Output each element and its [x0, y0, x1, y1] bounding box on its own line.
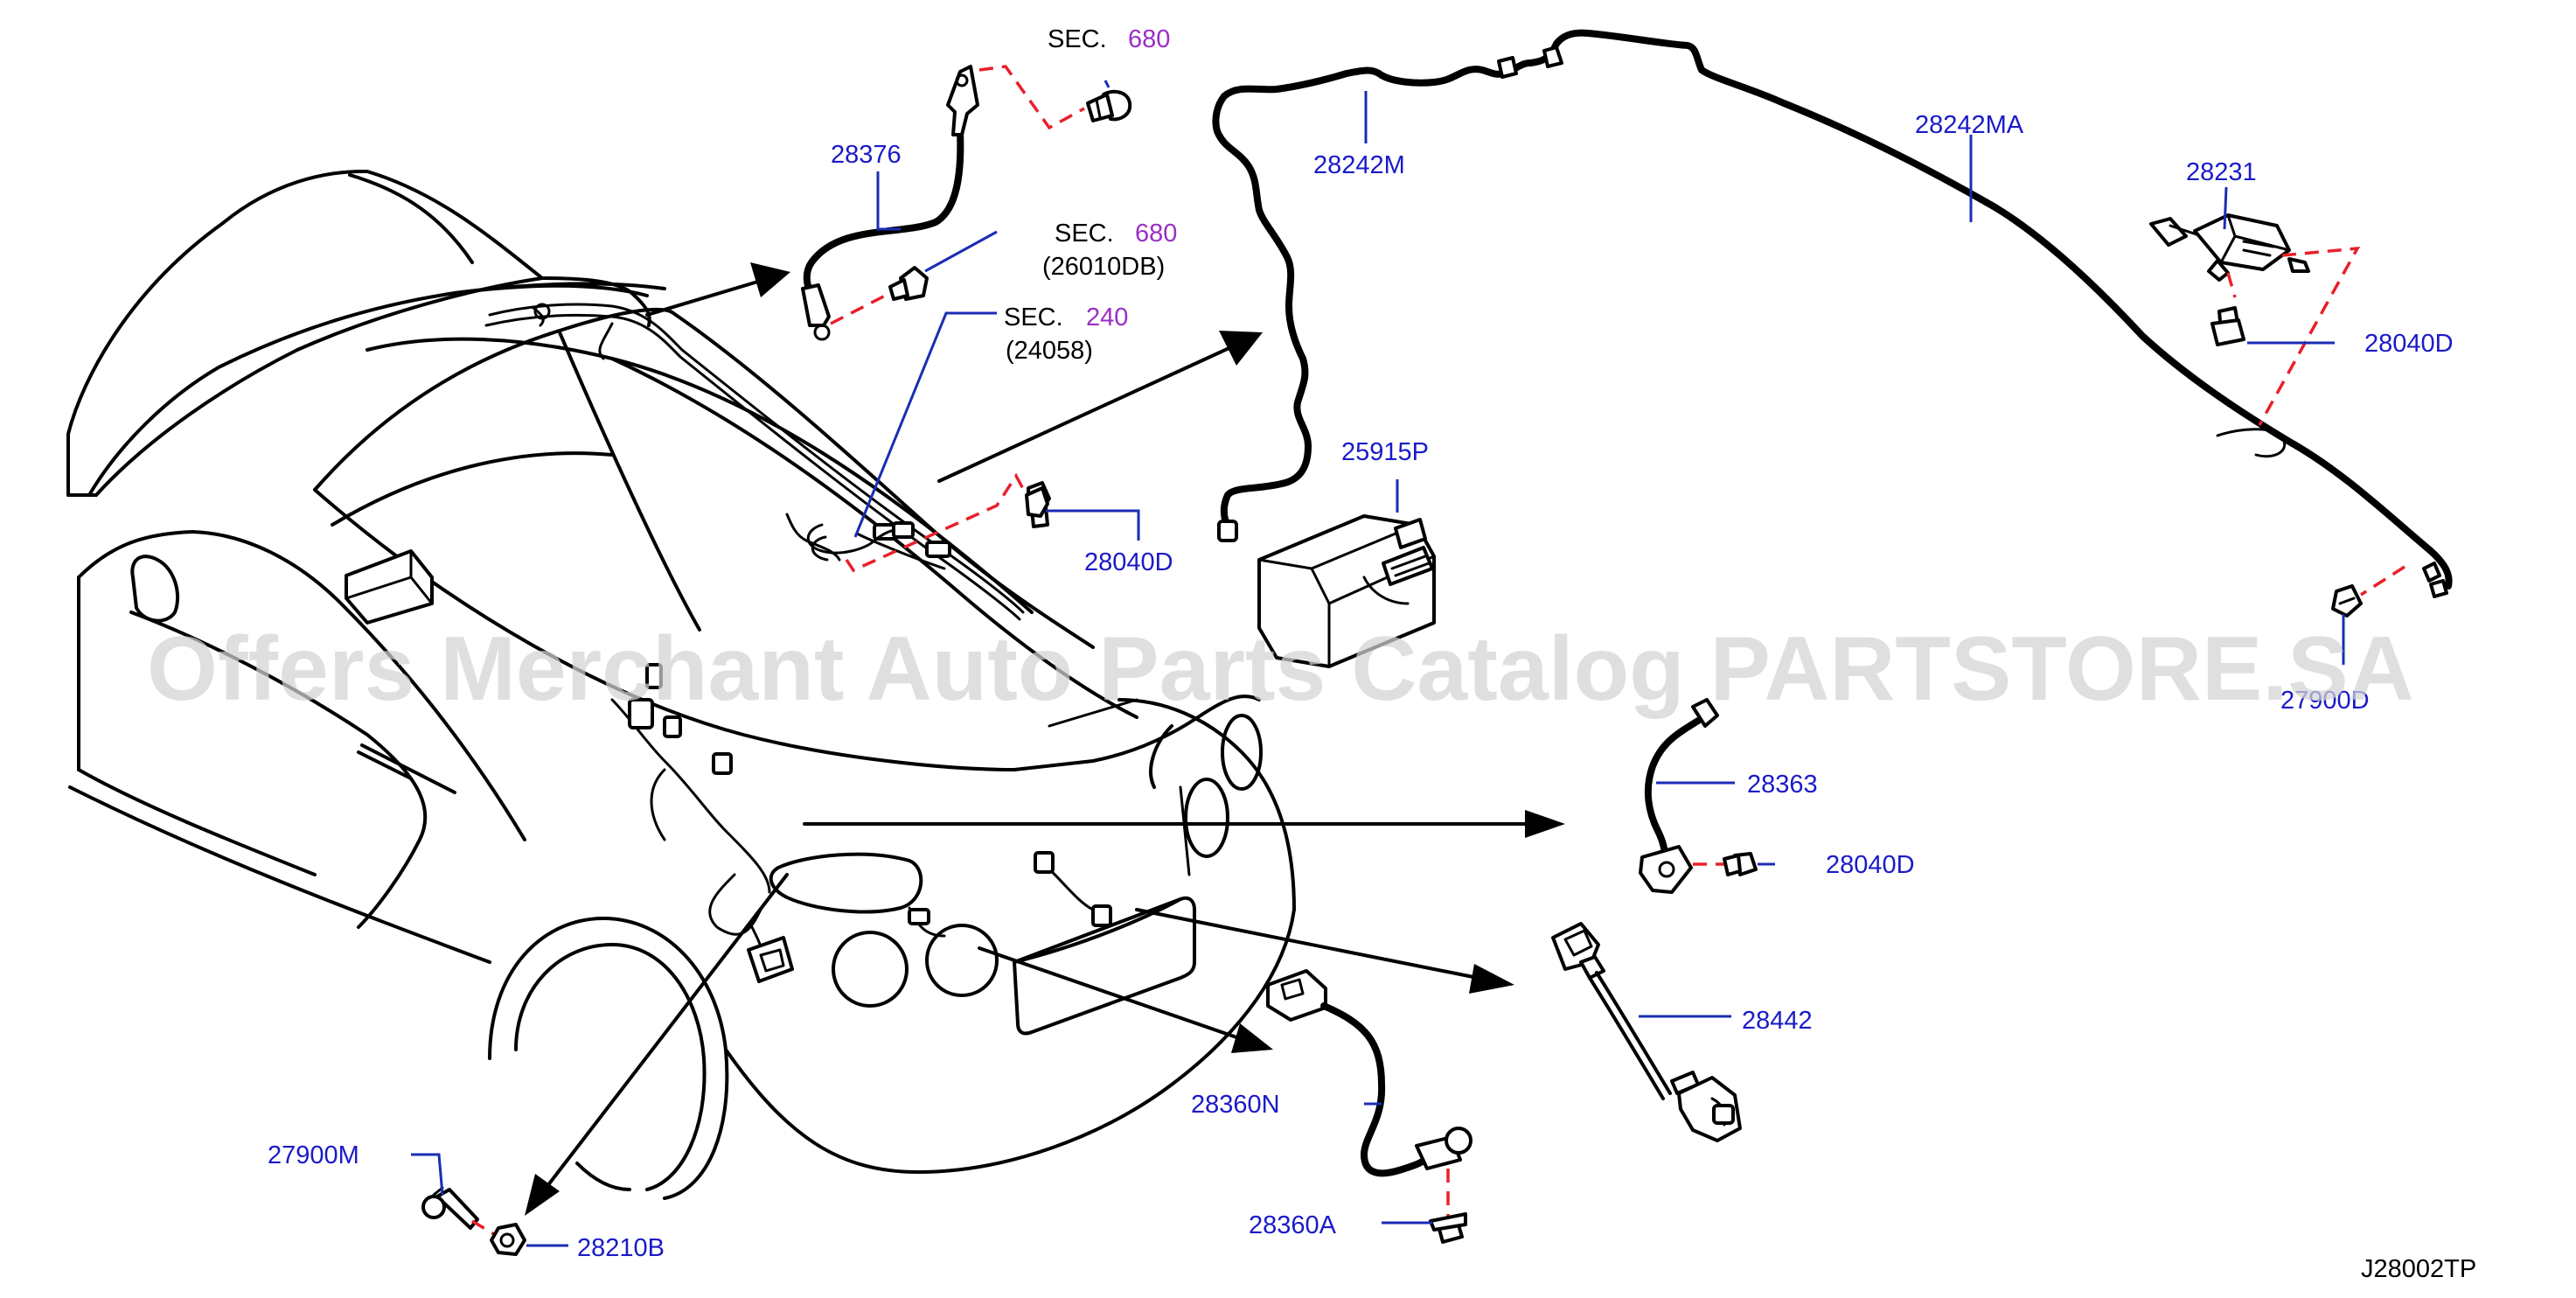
sec-240-prefix: SEC. — [1004, 304, 1063, 331]
label-28442[interactable]: 28442 — [1742, 1007, 1813, 1035]
part-25915P-module[interactable] — [1257, 514, 1436, 668]
label-28376[interactable]: 28376 — [831, 141, 902, 169]
label-28231[interactable]: 28231 — [2186, 158, 2257, 186]
label-28360N[interactable]: 28360N — [1191, 1091, 1280, 1119]
sec-680-mid-sub: (26010DB) — [1042, 253, 1165, 281]
label-28040D-right[interactable]: 28040D — [2364, 330, 2454, 358]
sec-680-top-prefix: SEC. — [1048, 25, 1107, 53]
label-27900M[interactable]: 27900M — [268, 1141, 359, 1169]
label-27900D[interactable]: 27900D — [2280, 687, 2370, 715]
screw-sec680-top — [978, 65, 1132, 130]
sec-680-top-number[interactable]: 680 — [1128, 25, 1170, 53]
sec-240-sub: (24058) — [1006, 337, 1093, 365]
body-harness — [345, 303, 1112, 983]
label-25915P[interactable]: 25915P — [1341, 438, 1429, 466]
screw-sec680-mid — [830, 266, 929, 325]
label-28210B[interactable]: 28210B — [577, 1234, 665, 1262]
arrow-to-28442 — [1135, 908, 1514, 994]
label-28242MA[interactable]: 28242MA — [1915, 111, 2024, 139]
part-28210B-nut[interactable] — [471, 1219, 526, 1256]
sec-680-mid-prefix: SEC. — [1055, 220, 1114, 248]
part-28242-antenna-cable[interactable] — [1212, 29, 2453, 598]
sec-labels: SEC. 680 SEC. 680 (26010DB) SEC. 240 (24… — [1004, 25, 1177, 365]
arrow-to-28360N — [978, 946, 1273, 1053]
label-28242M[interactable]: 28242M — [1313, 151, 1405, 179]
diagram-code: J28002TP — [2361, 1255, 2476, 1283]
sec-240-number[interactable]: 240 — [1086, 304, 1128, 331]
arrow-to-28376 — [645, 262, 790, 317]
sec-680-mid-number[interactable]: 680 — [1135, 220, 1177, 248]
part-28040D-screw-a[interactable] — [1025, 486, 1049, 518]
pointer-arrows — [525, 262, 1565, 1216]
label-28040D-center[interactable]: 28040D — [1084, 548, 1173, 576]
part-28442-camera[interactable] — [1551, 922, 1742, 1142]
arrow-to-28242 — [937, 331, 1263, 483]
part-28363-strap[interactable] — [1639, 698, 1758, 894]
leader-lines — [411, 80, 2345, 1247]
watermark-text: Offers Merchant Auto Parts Catalog PARTS… — [147, 618, 2414, 720]
part-27900M-bracket[interactable] — [421, 1186, 479, 1230]
label-28040D-lower[interactable]: 28040D — [1826, 851, 1915, 879]
arrow-to-27900M — [525, 873, 789, 1216]
part-28231-module[interactable] — [2149, 213, 2361, 426]
part-28376-strap[interactable] — [801, 65, 979, 341]
part-28360N-strap[interactable] — [1266, 969, 1472, 1244]
car-body-outline — [66, 169, 1296, 1200]
label-28360A[interactable]: 28360A — [1249, 1211, 1337, 1239]
part-labels: 28376 28242M 28242MA 28231 28040D 25915P… — [268, 111, 2454, 1262]
part-27900D-clip[interactable] — [2331, 565, 2405, 618]
arrow-to-28363 — [803, 810, 1565, 838]
label-28363[interactable]: 28363 — [1747, 771, 1818, 799]
